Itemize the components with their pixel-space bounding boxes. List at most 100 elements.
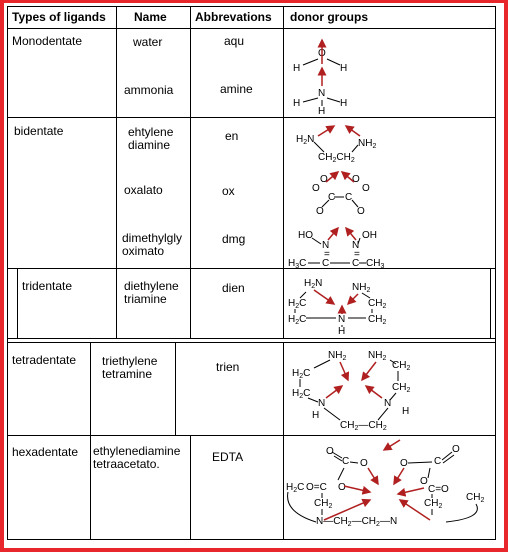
svg-text:O: O [316,206,324,217]
svg-text:CH2: CH2 [368,298,386,310]
svg-text:H: H [340,63,347,74]
svg-text:C: C [322,258,329,269]
svg-text:H2C: H2C [288,298,306,310]
svg-text:H2C: H2C [292,368,310,380]
svg-text:CH2: CH2 [424,498,442,510]
svg-text:N: N [352,240,359,251]
svg-text:NH2: NH2 [368,350,386,362]
svg-text:NH2: NH2 [328,350,346,362]
abbr-edta: EDTA [212,450,244,464]
abbr-dien: dien [222,281,245,295]
svg-text:O: O [362,183,370,194]
svg-text:H: H [293,98,300,109]
name-oxalato: oxalato [124,183,163,197]
svg-text:C: C [345,192,352,203]
abbr-trien: trien [216,360,240,374]
svg-text:O: O [360,458,368,469]
name-ehtylene: ehtylene [128,125,174,139]
svg-text:N: N [318,88,325,99]
svg-text:C: C [352,258,359,269]
svg-text:CH2: CH2 [368,314,386,326]
svg-text:=: = [354,249,360,260]
svg-text:O=C: O=C [306,482,327,493]
svg-text:CH2: CH2 [314,498,332,510]
svg-text:H: H [402,406,409,417]
svg-text:H3C: H3C [288,258,306,270]
svg-text:CH2CH2: CH2CH2 [318,152,355,164]
name-oximato: oximato [122,244,165,258]
svg-text:H: H [293,63,300,74]
name-diethylene: diethylene [124,279,179,293]
abbr-dmg: dmg [222,232,246,246]
header-abbr: Abbrevations [195,10,272,24]
header-donor: donor groups [290,10,368,24]
svg-text:C=O: C=O [428,484,449,495]
name-dimethylgly: dimethylgly [122,231,183,245]
type-tetradentate: tetradentate [12,353,77,367]
name-triamine: triamine [124,292,167,306]
type-bidentate: bidentate [14,124,64,138]
svg-text:OH: OH [362,230,377,241]
svg-text:O: O [400,458,408,469]
svg-text:O: O [420,476,428,487]
edta-structure: O O C O O C H2C O=C O O C=O CH2 CH2 CH2 … [286,439,484,528]
name-water: water [133,35,163,49]
trien-structure: NH2 NH2 H2C CH2 H2C CH2 N N H H CH2—CH2 [292,350,410,432]
svg-text:N: N [384,398,391,409]
svg-text:H2N: H2N [304,278,322,290]
name-tetramine: tetramine [102,367,153,381]
name-ammonia: ammonia [124,83,174,97]
water-structure: O H H [293,38,347,74]
svg-text:C: C [328,192,335,203]
svg-text:O: O [326,446,334,457]
svg-text:NH2: NH2 [358,138,376,150]
type-tridentate: tridentate [22,279,73,293]
name-diamine: diamine [128,138,171,152]
svg-text:H2C: H2C [292,388,310,400]
svg-text:N: N [318,398,325,409]
svg-text:O: O [352,174,360,185]
type-hexadentate: hexadentate [12,445,79,459]
abbr-ox: ox [222,184,235,198]
type-monodentate: Monodentate [12,34,83,48]
oxalato-structure: O O O O C C O O [312,171,370,217]
abbr-en: en [225,129,239,143]
header-name: Name [134,10,167,24]
svg-text:=: = [324,249,330,260]
svg-text:CH2—CH2: CH2—CH2 [340,420,387,432]
svg-text:C: C [342,456,349,467]
top-border [0,0,508,3]
svg-text:O: O [357,206,365,217]
svg-text:H: H [312,410,319,421]
svg-text:HO: HO [298,230,313,241]
svg-text:N: N [338,314,345,325]
svg-text:CH2: CH2 [466,492,484,504]
ammonia-structure: N H H H [293,66,347,117]
dimethylglyoximato-structure: HO OH N N = = H3C C C CH3 [288,226,384,270]
ethylenediamine-structure: H2N NH2 CH2CH2 [296,125,376,164]
name-tetraacetato: tetraacetato. [93,457,160,471]
header-types: Types of ligands [12,10,106,24]
svg-text:NH2: NH2 [352,282,370,294]
svg-text:H: H [338,326,345,337]
svg-text:H: H [340,98,347,109]
svg-text:O: O [338,482,346,493]
name-triethylene: triethylene [102,354,158,368]
dien-structure: H2N NH2 H2C CH2 H2C N CH2 H [288,278,386,337]
svg-text:H2N: H2N [296,134,314,146]
svg-text:H: H [318,106,325,117]
svg-text:CH3: CH3 [366,258,384,270]
svg-text:O: O [320,174,328,185]
abbr-aqu: aqu [224,34,245,48]
svg-text:C: C [434,456,441,467]
name-ethylenediamine: ethylenediamine [93,444,181,458]
svg-text:CH2: CH2 [392,360,410,372]
svg-text:H2C: H2C [286,482,304,494]
svg-text:O: O [452,444,460,455]
svg-text:CH2: CH2 [392,382,410,394]
svg-text:O: O [312,183,320,194]
svg-text:N: N [322,240,329,251]
svg-text:H2C: H2C [288,314,306,326]
